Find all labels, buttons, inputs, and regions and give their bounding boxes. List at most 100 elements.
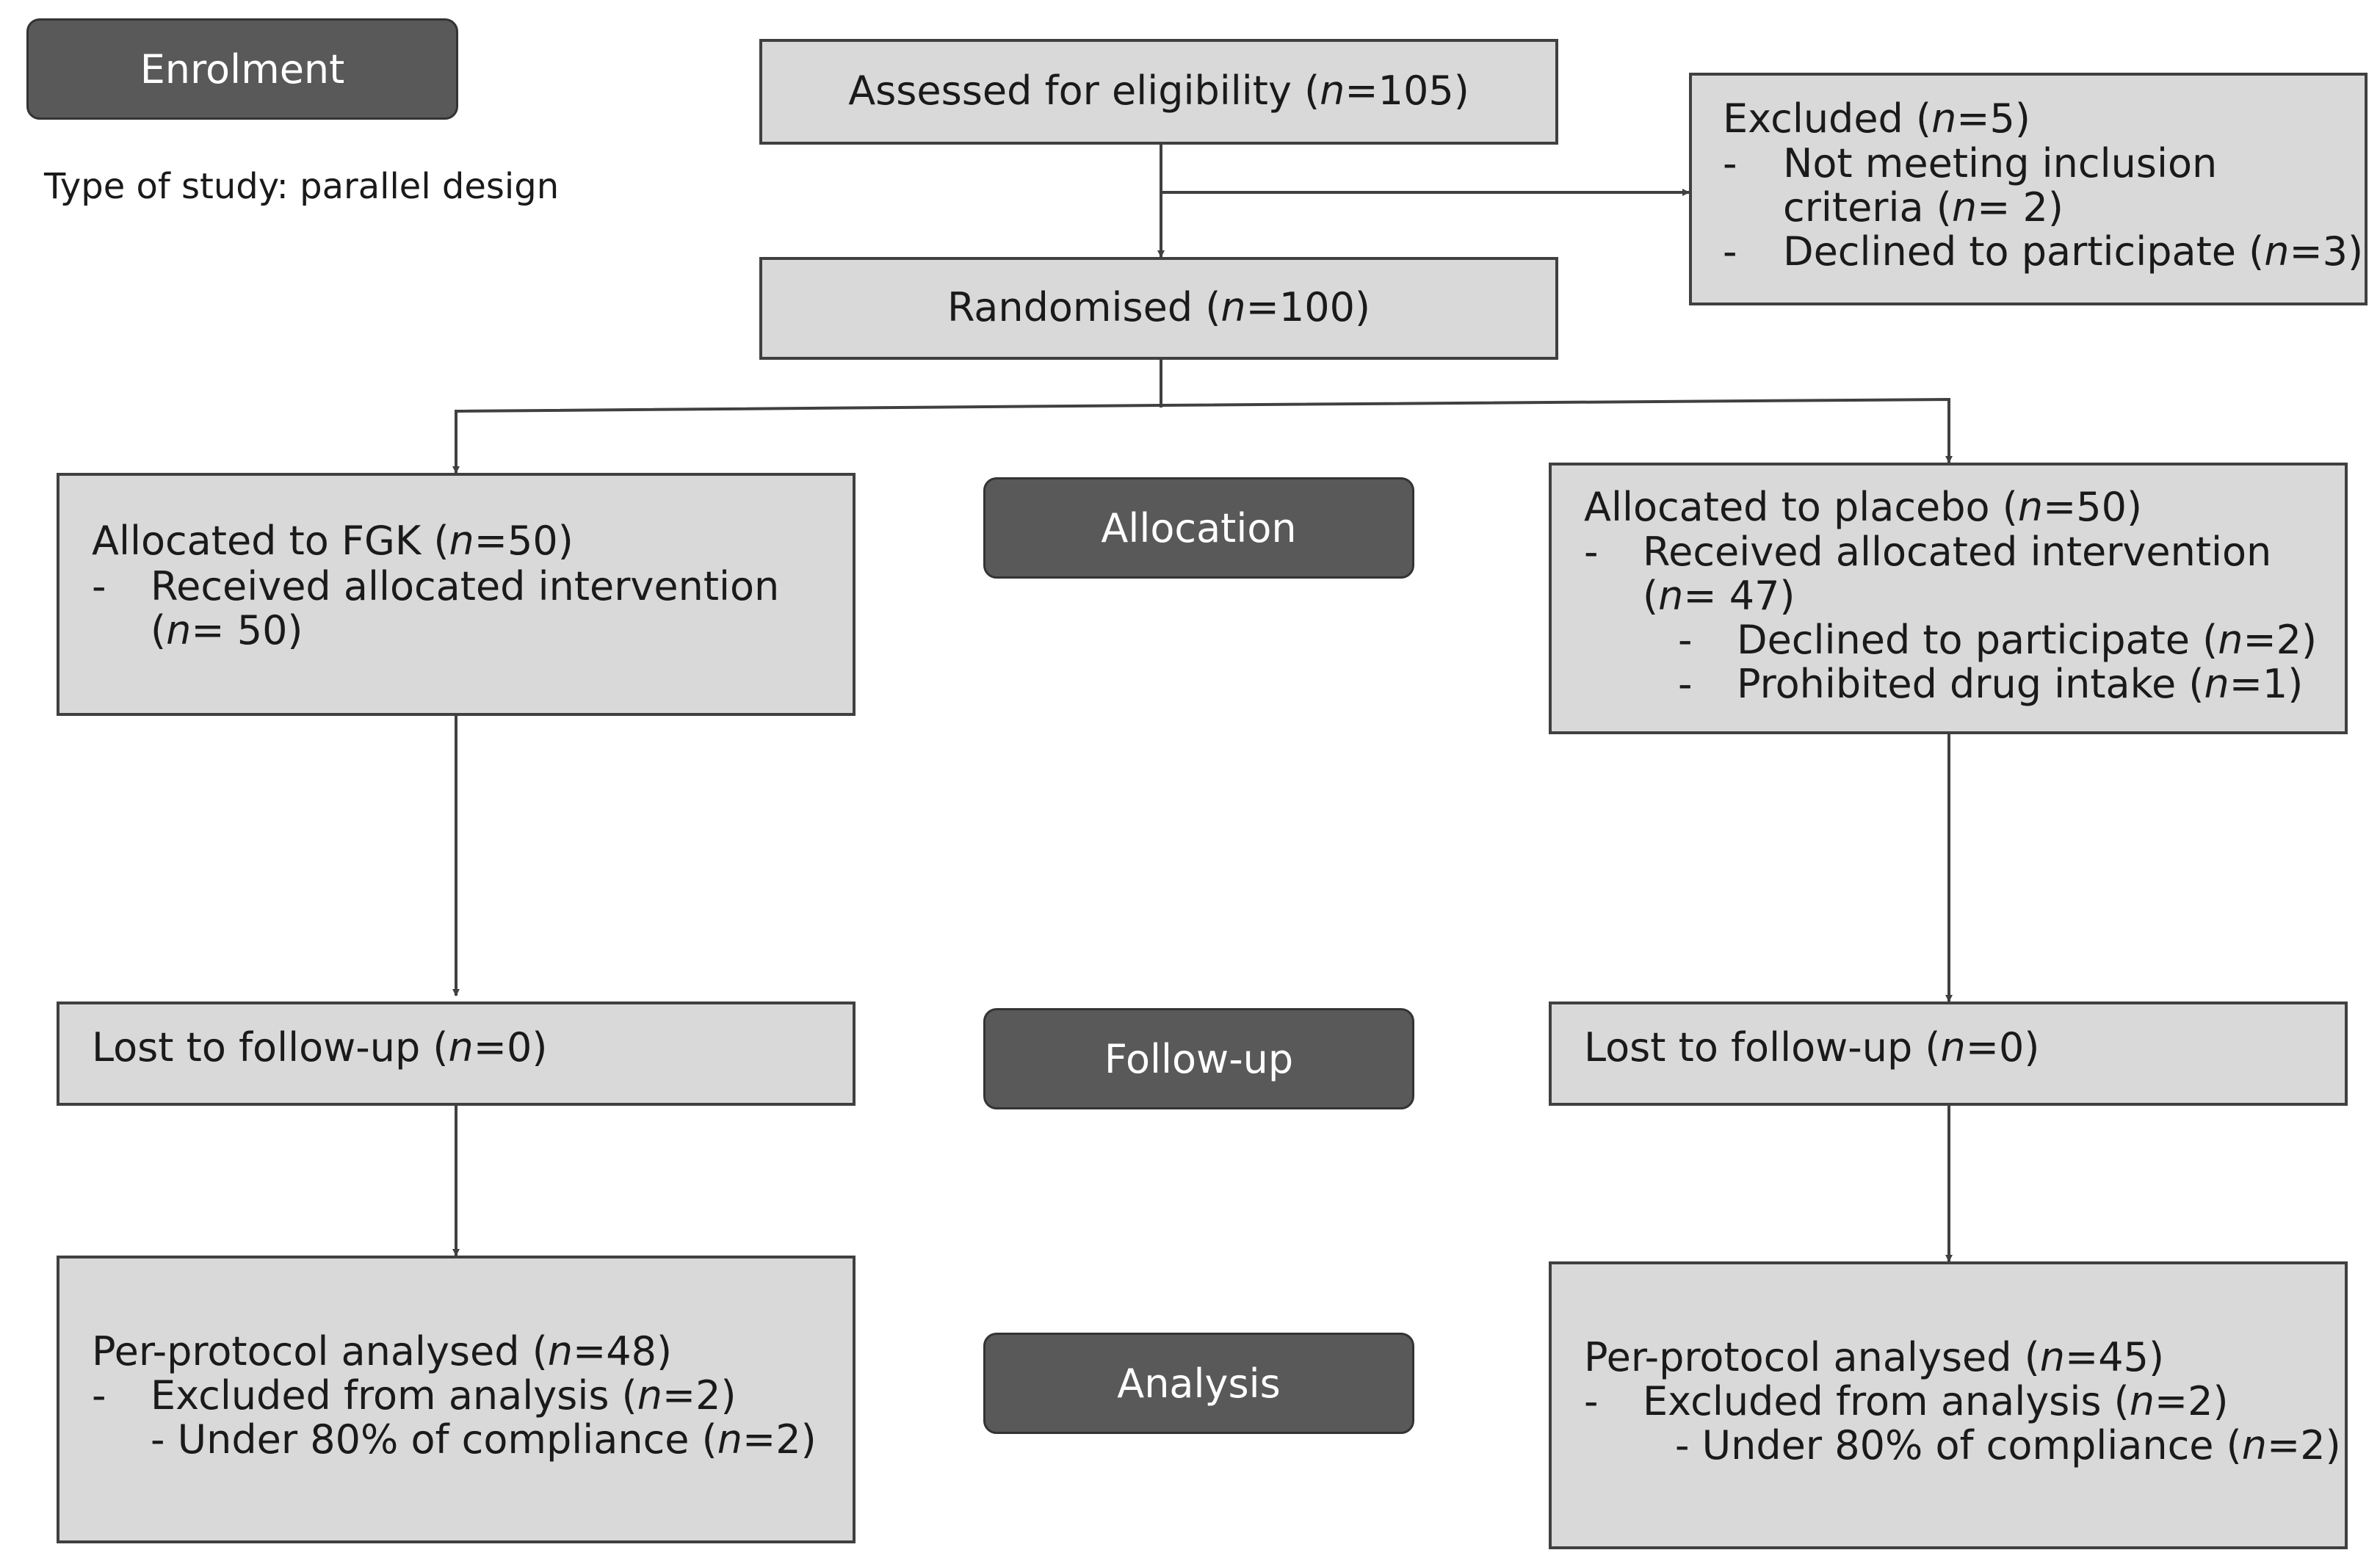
fgk-compliance-pre: - Under 80% of compliance ( [151,1416,717,1463]
stage-follow-up: Follow-up [983,1008,1414,1109]
fgk-excluded-analysis-n: n [637,1372,662,1419]
study-type-note: Type of study: parallel design [44,166,560,207]
fgk-received-count-pre: ( [151,607,167,653]
placebo-lost-text-n: n [1940,1024,1966,1071]
placebo-analysis-box: Per-protocol analysed (n=45) - Excluded … [1549,1261,2348,1549]
placebo-bullet-1: - [1584,529,1599,575]
excluded-item-2: Declined to participate (n=3) [1783,229,2363,275]
placebo-analysed-text: Per-protocol analysed (n=45) [1584,1335,2164,1380]
placebo-lost-text-pre: Lost to follow-up ( [1584,1024,1941,1071]
fgk-allocation-title-n: n [449,518,474,564]
fgk-lost-text: Lost to follow-up (n=0) [92,1025,547,1071]
excluded-title-post: =5) [1956,95,2030,142]
placebo-prohibited-drug: Prohibited drug intake (n=1) [1737,662,2303,707]
placebo-received-count-post: = 47) [1683,573,1795,619]
fgk-received-count-post: = 50) [191,607,303,653]
placebo-declined-post: =2) [2243,617,2318,663]
placebo-analysed-text-pre: Per-protocol analysed ( [1584,1334,2040,1380]
placebo-excluded-analysis-n: n [2129,1378,2155,1424]
fgk-lost-box: Lost to follow-up (n=0) [57,1002,856,1106]
randomised-text-pre: Randomised ( [947,284,1221,330]
placebo-received-count-n: n [1658,573,1684,619]
randomised-box: Randomised (n=100) [759,257,1558,360]
placebo-analysed-text-post: =45) [2065,1334,2165,1380]
excluded-item-2-post: =3) [2289,228,2364,275]
fgk-analysed-text-pre: Per-protocol analysed ( [92,1328,548,1375]
fgk-excluded-analysis: Excluded from analysis (n=2) [151,1373,737,1419]
placebo-lost-box: Lost to follow-up (n=0) [1549,1002,2348,1106]
stage-analysis: Analysis [983,1333,1414,1434]
randomised-text: Randomised (n=100) [762,285,1555,330]
placebo-excluded-analysis-post: =2) [2154,1378,2229,1424]
line-split-left [452,404,1162,474]
placebo-allocation-title-n: n [2017,484,2044,530]
placebo-declined: Declined to participate (n=2) [1737,617,2317,663]
placebo-compliance-pre: - Under 80% of compliance ( [1675,1422,2242,1468]
assessed-text-pre: Assessed for eligibility ( [848,68,1320,114]
placebo-allocation-title: Allocated to placebo (n=50) [1584,485,2142,530]
excluded-item-1-line-2-n: n [1951,184,1978,231]
randomised-text-n: n [1220,284,1246,330]
fgk-analysed-text: Per-protocol analysed (n=48) [92,1329,672,1375]
stage-enrolment-label: Enrolment [140,46,345,93]
assessed-text-n: n [1320,68,1345,114]
excluded-title-pre: Excluded ( [1723,95,1932,142]
line-split-right [1160,397,1953,463]
fgk-excluded-analysis-pre: Excluded from analysis ( [151,1372,637,1419]
placebo-analysed-text-n: n [2039,1334,2065,1380]
fgk-analysed-text-post: =48) [573,1328,673,1375]
fgk-allocation-title-pre: Allocated to FGK ( [92,518,449,564]
excluded-item-1-line-1: Not meeting inclusion [1783,140,2218,186]
fgk-allocation-title-post: =50) [474,518,574,564]
excluded-item-1-line-2-pre: criteria ( [1783,184,1952,231]
excluded-bullet-2: - [1723,228,1737,275]
placebo-sub-bullet-2: - [1678,661,1693,707]
placebo-excluded-analysis-pre: Excluded from analysis ( [1643,1378,2130,1424]
placebo-received-count-pre: ( [1643,573,1659,619]
fgk-analysis-box: Per-protocol analysed (n=48) - Excluded … [57,1256,856,1543]
placebo-lost-text-post: =0) [1965,1024,2040,1071]
placebo-received-intervention: Received allocated intervention [1643,529,2272,575]
fgk-bullet-1: - [92,563,106,609]
assessed-box: Assessed for eligibility (n=105) [759,39,1558,145]
placebo-allocation-title-pre: Allocated to placebo ( [1584,484,2018,530]
stage-follow-up-label: Follow-up [1104,1035,1294,1082]
fgk-compliance: - Under 80% of compliance (n=2) [151,1417,817,1463]
fgk-analysis-bullet: - [92,1372,106,1419]
excluded-title: Excluded (n=5) [1723,96,2030,142]
placebo-prohibited-drug-pre: Prohibited drug intake ( [1737,661,2204,707]
excluded-box: Excluded (n=5) - Not meeting inclusion c… [1689,73,2368,305]
excluded-item-2-pre: Declined to participate ( [1783,228,2265,275]
randomised-text-post: =100) [1245,284,1371,330]
placebo-analysis-bullet: - [1584,1378,1599,1424]
fgk-allocation-box: Allocated to FGK (n=50) - Received alloc… [57,473,856,716]
stage-enrolment: Enrolment [26,18,458,120]
excluded-bullet-1: - [1723,140,1737,186]
stage-allocation-label: Allocation [1101,504,1297,551]
assessed-text: Assessed for eligibility (n=105) [762,68,1555,114]
fgk-lost-text-post: =0) [473,1024,548,1071]
fgk-lost-text-n: n [448,1024,474,1071]
fgk-received-intervention: Received allocated intervention [151,563,780,609]
placebo-compliance-post: =2) [2266,1422,2341,1468]
assessed-text-post: =105) [1345,68,1469,114]
placebo-sub-bullet-1: - [1678,617,1693,663]
fgk-analysed-text-n: n [547,1328,573,1375]
fgk-received-count-n: n [166,607,192,653]
stage-analysis-label: Analysis [1117,1360,1281,1407]
fgk-allocation-title: Allocated to FGK (n=50) [92,518,574,564]
fgk-compliance-post: =2) [742,1416,817,1463]
fgk-received-count: (n= 50) [151,608,303,653]
placebo-excluded-analysis: Excluded from analysis (n=2) [1643,1379,2229,1424]
placebo-declined-n: n [2218,617,2243,663]
placebo-received-count: (n= 47) [1643,573,1795,619]
fgk-lost-text-pre: Lost to follow-up ( [92,1024,449,1071]
excluded-item-1-line-2-post: = 2) [1977,184,2063,231]
excluded-item-1-line-2: criteria (n= 2) [1783,185,2063,231]
excluded-item-2-n: n [2264,228,2290,275]
placebo-prohibited-drug-n: n [2204,661,2229,707]
fgk-excluded-analysis-post: =2) [662,1372,737,1419]
placebo-allocation-title-post: =50) [2043,484,2143,530]
placebo-allocation-box: Allocated to placebo (n=50) - Received a… [1549,463,2348,734]
